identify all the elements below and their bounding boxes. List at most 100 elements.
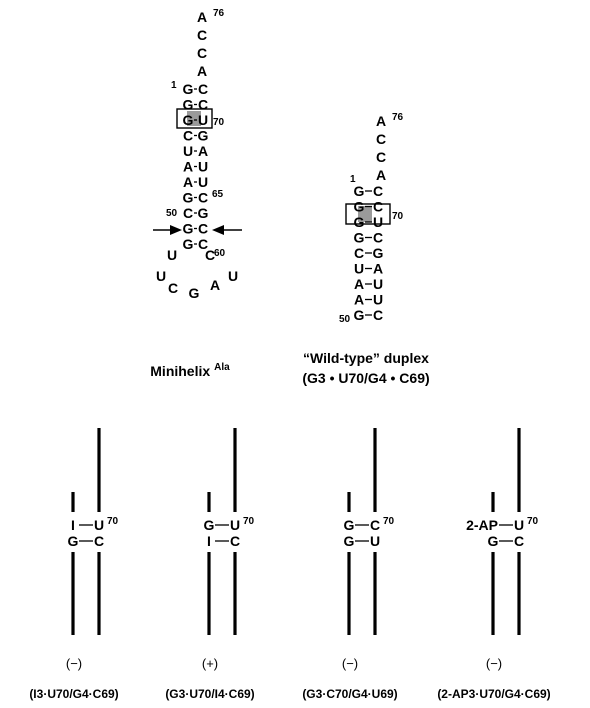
mh-number-gu: 70 bbox=[213, 117, 225, 128]
dx-pair-5-left: U bbox=[354, 261, 364, 277]
mh-pair-0-left: G bbox=[183, 81, 194, 97]
variant-1-number: 70 bbox=[243, 516, 255, 527]
dx-pair-3-right: C bbox=[373, 230, 383, 246]
mh-pair-5-left: A bbox=[183, 159, 193, 175]
variant-3-label: (2-AP3·U70/G4·C69) bbox=[437, 687, 550, 701]
duplex-title: “Wild-type” duplex bbox=[303, 350, 429, 366]
variant-1-top-right: U bbox=[230, 517, 240, 533]
mh-pair-10-left: G bbox=[183, 236, 194, 252]
dx-pair-3-left: G bbox=[354, 230, 365, 246]
dx-pair-4-right: G bbox=[373, 245, 384, 261]
variant-1-label: (G3·U70/I4·C69) bbox=[165, 687, 254, 701]
mh-number-first: 1 bbox=[171, 80, 177, 91]
mh-gu-shading bbox=[187, 111, 201, 126]
mh-right-arrow bbox=[212, 225, 242, 235]
mh-pair-7-left: G bbox=[183, 190, 194, 206]
variant-2-bottom-right: U bbox=[370, 533, 380, 549]
mh-pair-4-right: A bbox=[198, 143, 208, 159]
mh-loop-1: U bbox=[156, 268, 166, 284]
variant-2-bottom-left: G bbox=[344, 533, 355, 549]
minihelix-structure: A 76 C C A 1 70 65 50 60 U U C G A U C bbox=[153, 8, 242, 301]
variant-0-top-right: U bbox=[94, 517, 104, 533]
dx-number-first: 1 bbox=[350, 174, 356, 185]
mh-pair-5-right: U bbox=[198, 159, 208, 175]
variant-1-bottom-right: C bbox=[230, 533, 240, 549]
mh-left-arrow bbox=[153, 225, 182, 235]
dx-pair-2-right: U bbox=[373, 214, 383, 230]
dx-pair-6-left: A bbox=[354, 276, 364, 292]
mh-pair-7-right: C bbox=[198, 190, 208, 206]
variant-0-number: 70 bbox=[107, 516, 119, 527]
dx-pair-7-right: U bbox=[373, 292, 383, 308]
dx-pair-5-right: A bbox=[373, 261, 383, 277]
dx-pair-7-left: A bbox=[354, 292, 364, 308]
dx-number-gu: 70 bbox=[392, 211, 404, 222]
mh-loop-4: A bbox=[210, 277, 220, 293]
dx-tail-1: C bbox=[376, 131, 386, 147]
variant-3-result: (−) bbox=[486, 656, 502, 671]
variant-0-bottom-right: C bbox=[94, 533, 104, 549]
variant-2-top-left: G bbox=[344, 517, 355, 533]
dx-pair-1-left: G bbox=[354, 199, 365, 215]
dx-pair-4-left: C bbox=[354, 245, 364, 261]
mh-pair-10-right: C bbox=[198, 236, 208, 252]
variant-3-bottom-left: G bbox=[488, 533, 499, 549]
variant-2-number: 70 bbox=[383, 516, 395, 527]
mh-tail-0: A bbox=[197, 9, 207, 25]
variant-3-bottom-right: C bbox=[514, 533, 524, 549]
dx-pair-0-left: G bbox=[354, 183, 365, 199]
variant-3-number: 70 bbox=[527, 516, 539, 527]
dx-pair-1-right: C bbox=[373, 199, 383, 215]
mh-pair-2-right: U bbox=[198, 112, 208, 128]
mh-pair-3-right: G bbox=[198, 128, 209, 144]
mh-pair-2-left: G bbox=[183, 112, 194, 128]
mh-loop-6: C bbox=[205, 247, 215, 263]
dx-pair-8-left: G bbox=[354, 307, 365, 323]
mh-number-loop: 60 bbox=[214, 248, 226, 259]
variant-2-top-right: C bbox=[370, 517, 380, 533]
dx-tail-number: 76 bbox=[392, 112, 404, 123]
dx-gu-box bbox=[345, 203, 391, 225]
mh-tail-1: C bbox=[197, 27, 207, 43]
mh-pair-8-right: G bbox=[198, 205, 209, 221]
mh-loop-5: U bbox=[228, 268, 238, 284]
mh-pair-1-left: G bbox=[183, 97, 194, 113]
dx-pair-0-right: C bbox=[373, 183, 383, 199]
mh-pair-6-right: U bbox=[198, 174, 208, 190]
mh-pair-0-right: C bbox=[198, 81, 208, 97]
mh-number-arrow: 50 bbox=[166, 208, 178, 219]
mh-gu-box bbox=[176, 108, 213, 129]
dx-pair-6-right: U bbox=[373, 276, 383, 292]
mh-pair-6-left: A bbox=[183, 174, 193, 190]
dx-tail-3: A bbox=[376, 167, 386, 183]
mh-pair-9-left: G bbox=[183, 221, 194, 237]
mh-tail-3: A bbox=[197, 63, 207, 79]
mh-number-au: 65 bbox=[212, 189, 224, 200]
variant-3-top-right: U bbox=[514, 517, 524, 533]
variant-1-top-left: G bbox=[204, 517, 215, 533]
dx-gu-shading bbox=[358, 206, 372, 222]
variant-0-bottom-left: G bbox=[68, 533, 79, 549]
mh-pair-1-right: C bbox=[198, 97, 208, 113]
variant-2-result: (−) bbox=[342, 656, 358, 671]
mh-loop-0: U bbox=[167, 247, 177, 263]
dx-tail-2: C bbox=[376, 149, 386, 165]
duplex-subtitle: (G3 • U70/G4 • C69) bbox=[302, 370, 429, 386]
variant-0-top-left: I bbox=[71, 517, 75, 533]
mh-pair-3-left: C bbox=[183, 128, 193, 144]
variant-3-top-left: 2-AP bbox=[466, 517, 498, 533]
mh-loop-2: C bbox=[168, 280, 178, 296]
dx-pair-2-left: G bbox=[354, 214, 365, 230]
dx-pair-8-right: C bbox=[373, 307, 383, 323]
mh-pair-8-left: C bbox=[183, 205, 193, 221]
mh-tail-number: 76 bbox=[213, 8, 225, 19]
dx-tail-0: A bbox=[376, 113, 386, 129]
